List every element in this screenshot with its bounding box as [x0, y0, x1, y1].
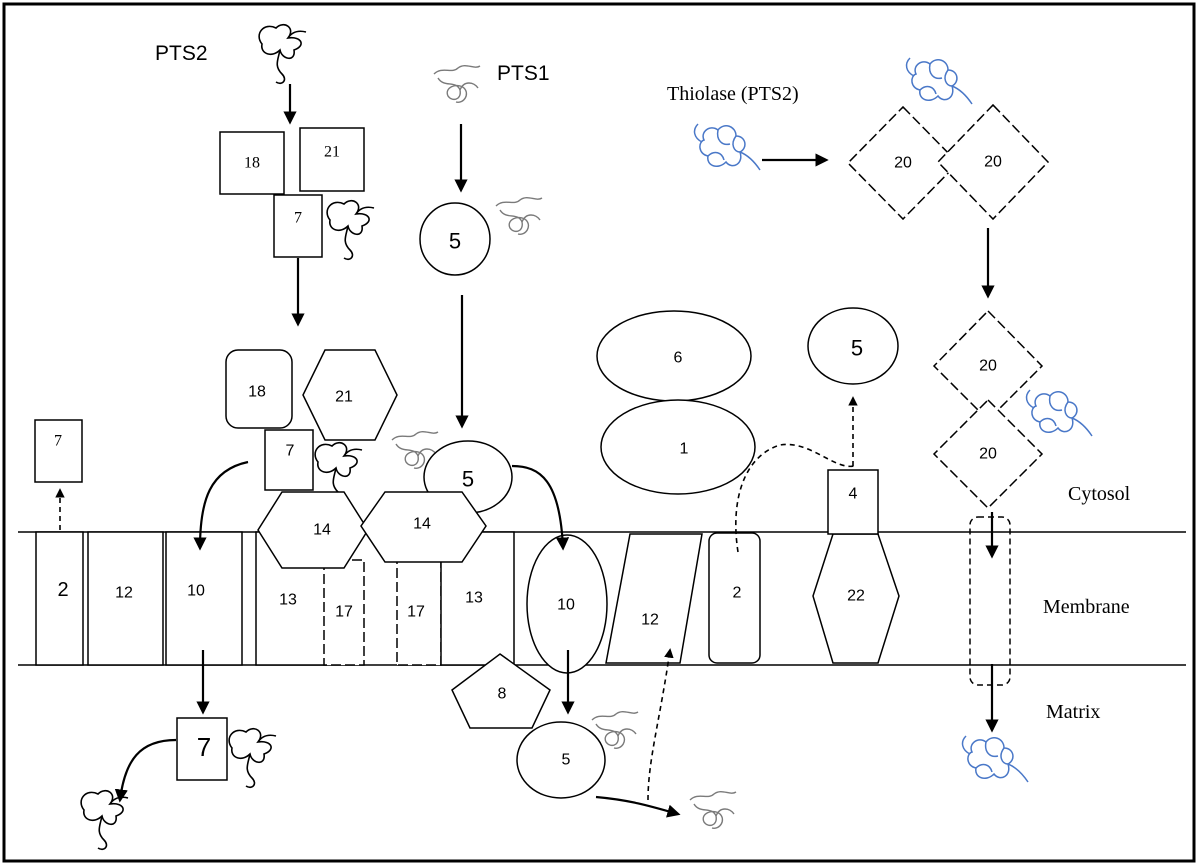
label-thiolase: Thiolase (PTS2): [667, 83, 799, 105]
svg-text:6: 6: [674, 350, 683, 367]
svg-text:10: 10: [187, 583, 205, 600]
svg-text:12: 12: [115, 585, 133, 602]
svg-text:17: 17: [407, 604, 425, 621]
svg-text:20: 20: [894, 155, 912, 172]
pts1-cargo-bound-icon: [496, 198, 542, 235]
svg-text:4: 4: [849, 486, 858, 503]
protein-21-docking: 21: [303, 350, 397, 440]
protein-2-left: 2: [36, 532, 83, 665]
pts2-cargo-icon: [259, 25, 306, 84]
svg-text:14: 14: [313, 522, 331, 539]
svg-text:8: 8: [498, 686, 507, 703]
svg-text:12: 12: [641, 612, 659, 629]
pts1-cargo-icon: [434, 66, 480, 103]
label-pts2: PTS2: [155, 42, 208, 65]
svg-text:22: 22: [847, 588, 865, 605]
thiolase-cargo-docking-icon: [1027, 390, 1092, 436]
svg-text:18: 18: [248, 384, 266, 401]
thiolase-cargo-matrix-icon: [963, 736, 1028, 782]
protein-5-released: 5: [808, 308, 898, 384]
pts2-cargo-matrix-bound-icon: [229, 729, 276, 788]
protein-20-d: 20: [934, 400, 1042, 508]
protein-7-exported: 7: [35, 420, 82, 482]
svg-text:5: 5: [462, 467, 474, 492]
arrow-cargo-release-pts2: [120, 740, 176, 800]
thiolase-cargo-icon: [695, 124, 760, 170]
protein-22: 22: [813, 534, 899, 663]
protein-14-a: 14: [258, 492, 368, 568]
svg-text:7: 7: [54, 433, 62, 450]
protein-17-a: 17: [324, 560, 364, 665]
svg-text:13: 13: [465, 590, 483, 607]
svg-text:5: 5: [449, 229, 461, 254]
protein-4: 4: [828, 470, 878, 534]
svg-text:13: 13: [279, 592, 297, 609]
svg-text:7: 7: [286, 443, 295, 460]
svg-text:20: 20: [979, 358, 997, 375]
svg-text:14: 14: [413, 516, 431, 533]
svg-text:17: 17: [335, 604, 353, 621]
protein-2-mid: 2: [709, 533, 760, 663]
protein-5-top: 5: [420, 203, 490, 275]
label-pts1: PTS1: [497, 62, 550, 85]
svg-text:2: 2: [733, 585, 742, 602]
svg-text:21: 21: [324, 144, 340, 161]
svg-text:20: 20: [979, 446, 997, 463]
pts2-cargo-bound-icon: [327, 201, 374, 260]
protein-14-b: 14: [361, 492, 486, 562]
protein-18-docking: 18: [226, 350, 292, 428]
pex20-translocation-pore: [970, 517, 1010, 685]
protein-12-mid: 12: [606, 534, 702, 663]
arrow-pex5-recycle: [648, 650, 670, 800]
protein-10-left: 10: [166, 532, 242, 665]
protein-1: 1: [601, 400, 755, 494]
protein-21-top: 21: [300, 128, 364, 191]
protein-6: 6: [597, 311, 751, 401]
protein-7-matrix: 7: [177, 718, 227, 780]
label-membrane: Membrane: [1043, 596, 1130, 618]
svg-text:2: 2: [57, 579, 68, 601]
protein-5-matrix: 5: [517, 722, 605, 798]
svg-text:21: 21: [335, 389, 353, 406]
protein-7-top: 7: [274, 195, 322, 257]
label-cytosol: Cytosol: [1068, 483, 1131, 505]
arrow-pex5-into-channel: [512, 466, 563, 548]
svg-text:20: 20: [984, 154, 1002, 171]
thiolase-cargo-bound-icon: [907, 58, 972, 104]
svg-text:5: 5: [562, 752, 571, 769]
protein-7-docking: 7: [265, 430, 313, 490]
svg-text:7: 7: [197, 732, 211, 762]
pts1-cargo-released-icon: [690, 792, 736, 829]
svg-text:10: 10: [557, 597, 575, 614]
svg-text:18: 18: [244, 155, 260, 172]
svg-text:1: 1: [680, 441, 689, 458]
protein-12-left: 12: [88, 532, 163, 665]
svg-text:7: 7: [294, 210, 302, 227]
protein-20-b: 20: [938, 105, 1048, 219]
protein-18-top: 18: [220, 132, 284, 194]
svg-text:5: 5: [851, 336, 863, 361]
label-matrix: Matrix: [1046, 701, 1100, 723]
protein-17-b: 17: [397, 560, 441, 665]
arrow-cargo-release-pts1: [596, 797, 678, 814]
